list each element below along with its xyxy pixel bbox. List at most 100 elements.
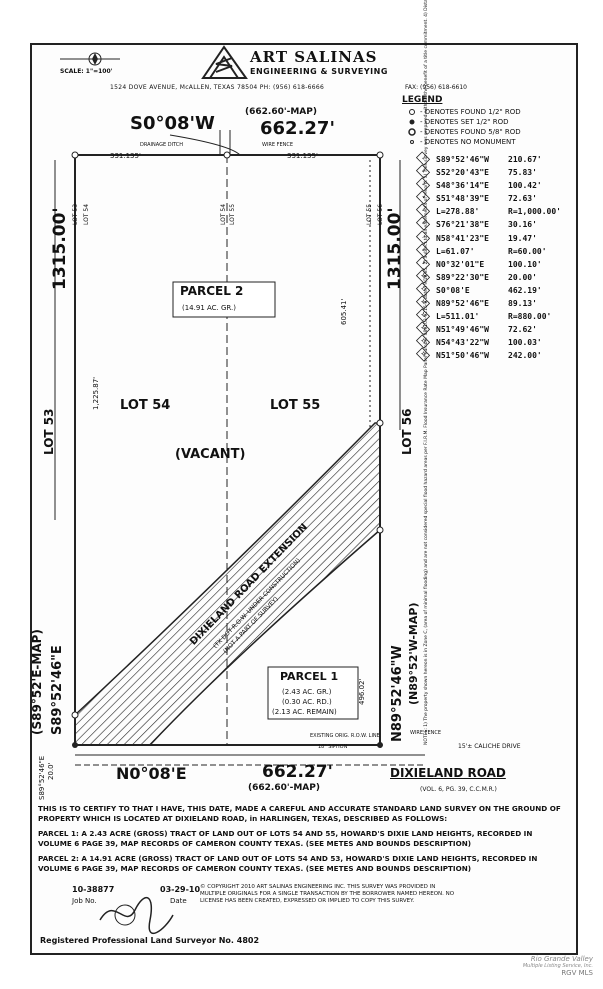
monument-icon bbox=[376, 526, 384, 534]
parcel2-title: PARCEL 2 bbox=[180, 284, 244, 298]
company-name: ART SALINAS bbox=[250, 48, 378, 66]
scale-label: SCALE: 1"=100' bbox=[60, 68, 113, 75]
monument-icon bbox=[71, 151, 79, 159]
parcel1-gross: (2.43 AC. GR.) bbox=[282, 688, 332, 696]
lot-54-small: LOT 54 bbox=[220, 203, 227, 225]
survey-date: 03-29-10 bbox=[160, 885, 201, 894]
bottom-map: (662.60'-MAP) bbox=[248, 783, 320, 793]
signature-icon bbox=[99, 897, 174, 934]
company-subtitle: ENGINEERING & SURVEYING bbox=[250, 67, 388, 76]
bottom-bearing: N0°08'E bbox=[116, 764, 187, 783]
right-inner-2: 496.02' bbox=[358, 678, 366, 705]
legend-item: - DENOTES FOUND 5/8" ROD bbox=[420, 128, 521, 136]
top-left-split: 331.135' bbox=[110, 152, 141, 160]
top-distance: 662.27' bbox=[260, 118, 335, 139]
caliche-drive: 15'± CALICHE DRIVE bbox=[458, 743, 521, 750]
legend-symbols bbox=[408, 109, 416, 144]
bottom-distance: 662.27' bbox=[262, 762, 333, 782]
left-bearing: S89°52'46"E bbox=[50, 645, 65, 735]
lot-54-small: LOT 54 bbox=[83, 203, 90, 225]
parcel2-box bbox=[172, 281, 276, 318]
parcel1-remain: (2.13 AC. REMAIN) bbox=[272, 708, 337, 716]
parcel2-area: (14.91 AC. GR.) bbox=[182, 304, 236, 312]
road-name: DIXIELAND ROAD bbox=[390, 766, 506, 780]
existing-row: EXISTING ORIG. R.O.W. LINE bbox=[310, 733, 380, 739]
parcel1-box bbox=[267, 666, 359, 720]
lot-55-small: LOT 55 bbox=[229, 203, 236, 225]
top-map: (662.60'-MAP) bbox=[245, 107, 317, 117]
lot-53-label: LOT 53 bbox=[42, 408, 56, 455]
wire-fence-top: WIRE FENCE bbox=[262, 142, 294, 148]
right-inner-distance: 605.41' bbox=[340, 298, 348, 325]
mls-watermark: Rio Grande Valley Multiple Listing Servi… bbox=[523, 955, 593, 987]
lot-55-small: LOT 55 bbox=[366, 203, 373, 225]
date-label: Date bbox=[170, 897, 187, 905]
company-fax: FAX: (956) 618-6610 bbox=[405, 84, 467, 91]
cert-parcel2: PARCEL 2: A 14.91 ACRE (GROSS) TRACT OF … bbox=[38, 854, 538, 873]
monument-icon bbox=[72, 742, 78, 748]
lot-56-label: LOT 56 bbox=[400, 408, 414, 455]
parcel1-road: (0.30 AC. RD.) bbox=[282, 698, 332, 706]
company-logo-icon bbox=[201, 45, 248, 79]
mls-line2: Multiple Listing Service, Inc. bbox=[522, 963, 593, 969]
cert-intro: THIS IS TO CERTIFY TO THAT I HAVE, THIS … bbox=[38, 804, 561, 823]
legend-item: - DENOTES SET 1/2" ROD bbox=[420, 118, 509, 126]
job-number: 10-38877 bbox=[72, 885, 115, 894]
lot-56-small: LOT 56 bbox=[377, 203, 384, 225]
monument-icon bbox=[223, 151, 231, 159]
twenty-feet: 20.0' bbox=[47, 762, 55, 780]
wire-fence-label: WIRE FENCE bbox=[410, 730, 442, 736]
road-reference: (VOL. 6, PG. 39, C.C.M.R.) bbox=[420, 786, 497, 793]
sw-bearing: S89°52'46"E bbox=[38, 755, 46, 800]
lot-55-label: LOT 55 bbox=[270, 398, 321, 413]
survey-notes: NOTES: 1) The property shown hereon is i… bbox=[424, 0, 430, 745]
ditch-line bbox=[169, 134, 241, 156]
cert-parcel1: PARCEL 1: A 2.43 ACRE (GROSS) TRACT OF L… bbox=[38, 829, 533, 848]
monument-icon bbox=[376, 419, 384, 427]
mls-line3: RGV MLS bbox=[561, 969, 593, 977]
vacant-label: (VACANT) bbox=[175, 447, 246, 462]
top-bearing: S0°08'W bbox=[130, 113, 215, 134]
plat-drawing bbox=[54, 130, 425, 766]
job-label: Job No. bbox=[72, 897, 97, 905]
siphon-label: 18" SIPHON bbox=[318, 744, 348, 750]
drainage-ditch: DRAINAGE DITCH bbox=[140, 142, 184, 148]
certification-block: THIS IS TO CERTIFY TO THAT I HAVE, THIS … bbox=[38, 804, 568, 879]
north-arrow-icon bbox=[60, 52, 120, 66]
legend-item: - DENOTES NO MONUMENT bbox=[420, 138, 516, 146]
lot-54-label: LOT 54 bbox=[120, 398, 171, 413]
monument-icon bbox=[71, 711, 79, 719]
legend-title: LEGEND bbox=[402, 95, 443, 105]
legend-item: - DENOTES FOUND 1/2" ROD bbox=[420, 108, 521, 116]
copyright-text: © COPYRIGHT 2010 ART SALINAS ENGINEERING… bbox=[200, 884, 455, 904]
left-inner-distance: 1,225.87' bbox=[92, 376, 100, 410]
right-map-bearing: (N89°52'W-MAP) bbox=[407, 602, 420, 705]
parcel1-title: PARCEL 1 bbox=[280, 670, 339, 683]
mls-line1: Rio Grande Valley bbox=[530, 955, 593, 963]
right-bearing: N89°52'46"W bbox=[390, 645, 405, 742]
monument-icon bbox=[376, 151, 384, 159]
company-address: 1524 DOVE AVENUE, McALLEN, TEXAS 78504 P… bbox=[110, 84, 325, 91]
left-map-bearing: (S89°52'E-MAP) bbox=[30, 629, 44, 735]
surveyor-registration: Registered Professional Land Surveyor No… bbox=[40, 936, 260, 945]
left-distance: 1315.00' bbox=[50, 207, 70, 290]
monument-icon bbox=[377, 742, 383, 748]
lot-53-small: LOT 53 bbox=[72, 203, 79, 225]
right-distance: 1315.00' bbox=[385, 207, 405, 290]
